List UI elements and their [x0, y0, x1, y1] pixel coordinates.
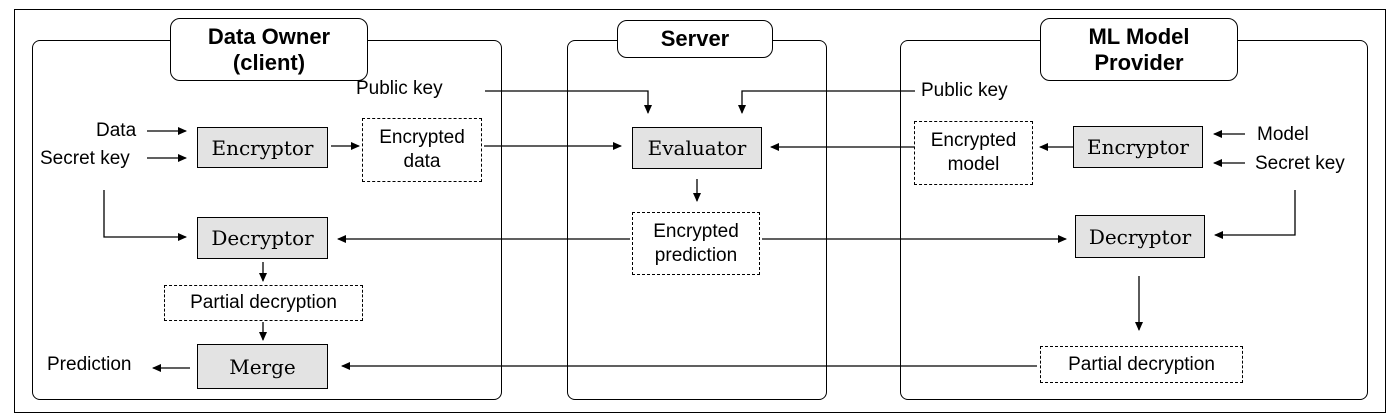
owner-secret-key-label: Secret key: [40, 148, 130, 169]
provider-decryptor-block: Decryptor: [1075, 215, 1205, 258]
merge-block: Merge: [197, 344, 328, 389]
arrow-public-key-left-to-evaluator: [485, 90, 652, 114]
arrow-secret-key-to-decryptor: [103, 190, 187, 241]
diagram-frame: [14, 9, 1386, 413]
provider-encryptor-block: Encryptor: [1073, 126, 1203, 168]
arrow-secret-key-to-provider-decryptor: [1214, 190, 1296, 239]
arrow-public-key-right-to-evaluator: [738, 90, 915, 114]
evaluator-block: Evaluator: [632, 127, 762, 169]
provider-secret-key-label: Secret key: [1255, 153, 1345, 174]
data-label: Data: [96, 120, 137, 141]
owner-encryptor-block: Encryptor: [197, 127, 328, 168]
server-title: Server: [617, 20, 773, 58]
owner-partial-decryption-box: Partial decryption: [164, 285, 363, 321]
owner-decryptor-block: Decryptor: [197, 217, 328, 259]
provider-partial-decryption-box: Partial decryption: [1040, 346, 1243, 383]
data-owner-panel: [32, 40, 502, 400]
data-owner-title: Data Owner(client): [170, 18, 368, 81]
prediction-label: Prediction: [47, 354, 132, 375]
model-label: Model: [1257, 124, 1309, 145]
public-key-left-label: Public key: [356, 78, 443, 99]
public-key-right-label: Public key: [921, 80, 1008, 101]
